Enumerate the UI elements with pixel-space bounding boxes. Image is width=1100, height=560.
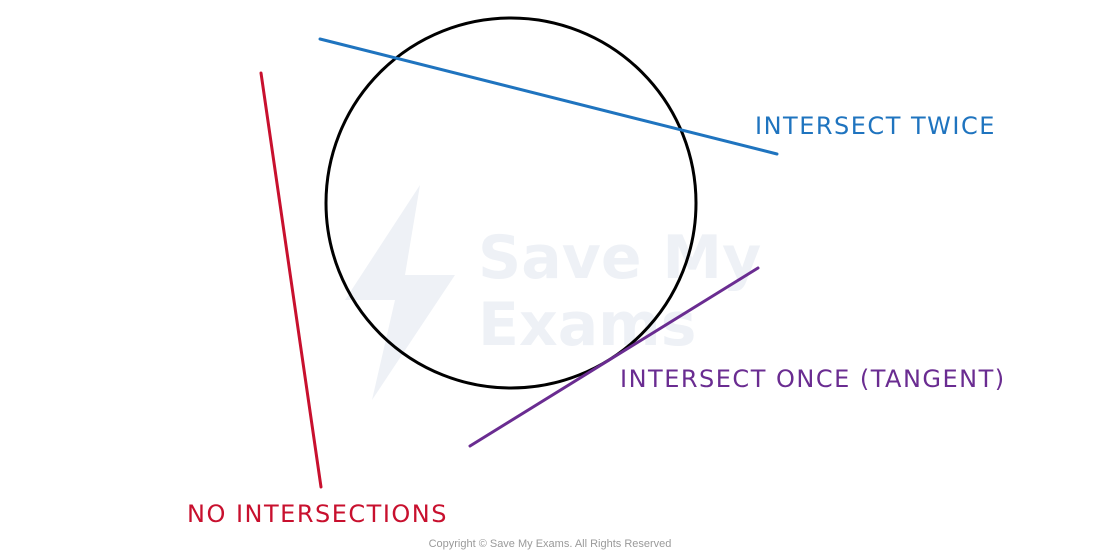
circle (324, 16, 698, 390)
label-intersect-once: INTERSECT ONCE (TANGENT) (620, 365, 1006, 393)
label-intersect-twice: INTERSECT TWICE (755, 112, 996, 140)
watermark-line-2: Exams (478, 290, 696, 360)
watermark: Save My Exams (345, 185, 761, 400)
non-intersecting-line (259, 71, 323, 489)
watermark-line-1: Save My (478, 223, 761, 293)
tangent-line (468, 266, 760, 448)
watermark-bolt-icon (345, 185, 455, 400)
copyright-footer: Copyright © Save My Exams. All Rights Re… (428, 538, 672, 550)
label-no-intersections: NO INTERSECTIONS (187, 500, 448, 528)
secant-line (318, 37, 779, 156)
